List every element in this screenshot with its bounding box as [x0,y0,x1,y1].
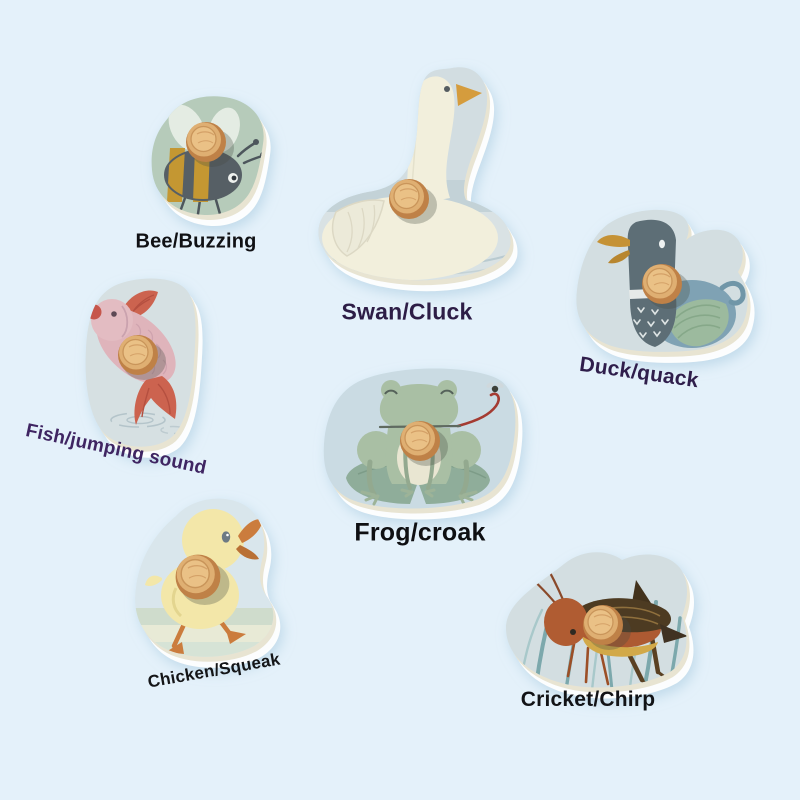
puzzle-piece-bee [151,96,267,221]
label-bee: Bee/Buzzing [135,230,257,253]
puzzle-piece-chicken [135,498,277,662]
puzzle-piece-duck [576,209,751,357]
puzzle-piece-swan [318,67,514,286]
label-swan: Swan/Cluck [341,298,473,325]
puzzle-piece-frog [323,368,519,514]
label-cricket: Cricket/Chirp [520,688,656,711]
label-frog: Frog/croak [354,518,486,547]
puzzle-piece-fish [85,278,199,452]
puzzle-piece-cricket [506,552,690,693]
